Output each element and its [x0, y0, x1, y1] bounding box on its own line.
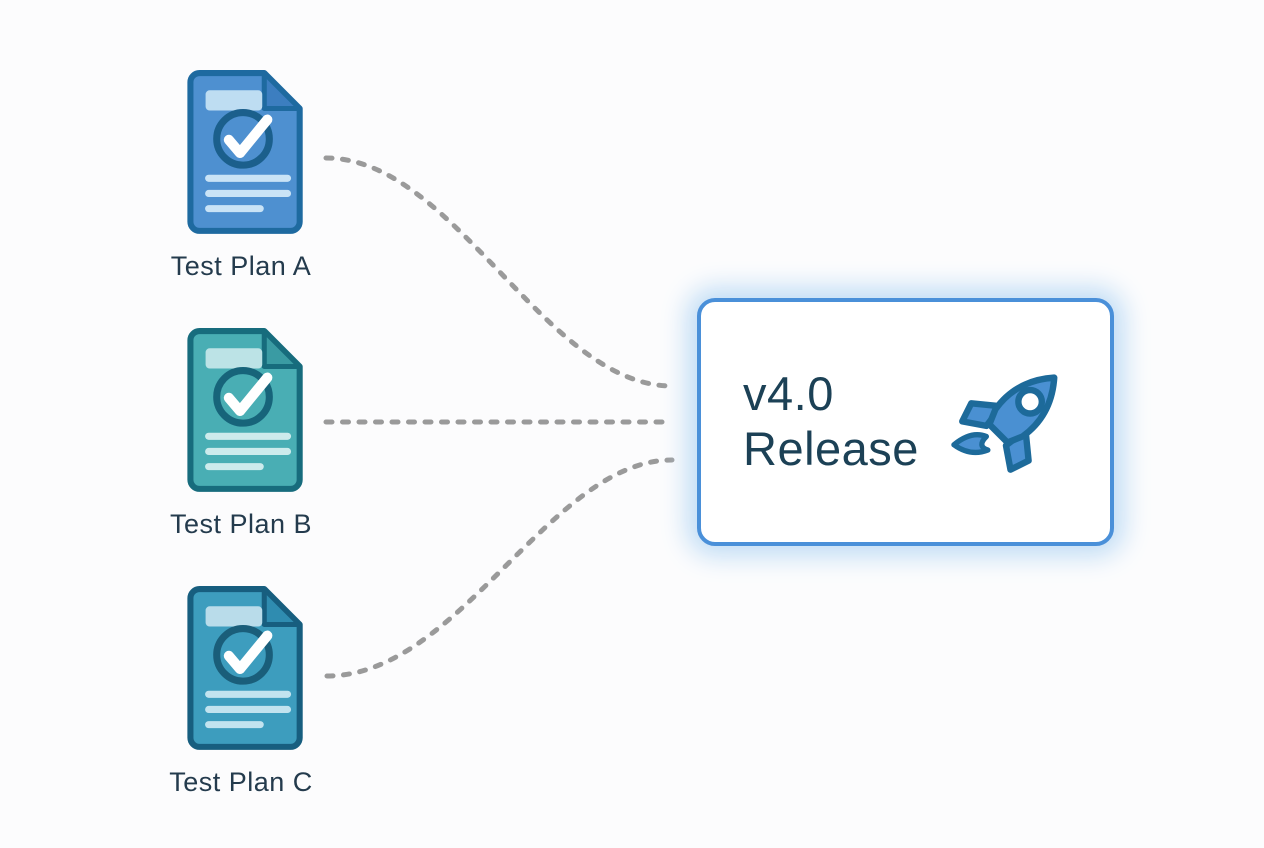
- release-version: v4.0: [743, 367, 834, 421]
- folded-corner: [261, 70, 303, 112]
- release-title: v4.0 Release: [743, 367, 919, 477]
- check-circle-icon: [213, 108, 273, 169]
- check-circle-icon: [213, 624, 273, 685]
- text-lines: [205, 174, 292, 213]
- check-circle-icon: [213, 366, 273, 427]
- connector-plan-a-to-release: [323, 155, 675, 389]
- folded-corner: [261, 586, 303, 628]
- document-label: Test Plan C: [169, 767, 313, 797]
- text-lines: [205, 690, 292, 729]
- release-node: v4.0 Release: [697, 298, 1114, 546]
- header-bar: [205, 348, 263, 369]
- document-label: Test Plan A: [170, 251, 312, 281]
- header-bar: [205, 90, 263, 111]
- text-lines: [205, 432, 292, 471]
- test-plan-b-node: Test Plan B: [153, 324, 329, 540]
- document-icon: [187, 586, 303, 750]
- rocket-icon: [948, 356, 1076, 488]
- document-label: Test Plan B: [169, 509, 313, 539]
- test-plan-c-node: Test Plan C: [153, 582, 329, 798]
- header-bar: [205, 606, 263, 627]
- document-icon: [187, 328, 303, 492]
- folded-corner: [261, 328, 303, 370]
- release-name: Release: [743, 422, 919, 475]
- connector-plan-c-to-release: [324, 457, 675, 679]
- test-plan-a-node: Test Plan A: [153, 66, 329, 282]
- document-icon: [187, 70, 303, 234]
